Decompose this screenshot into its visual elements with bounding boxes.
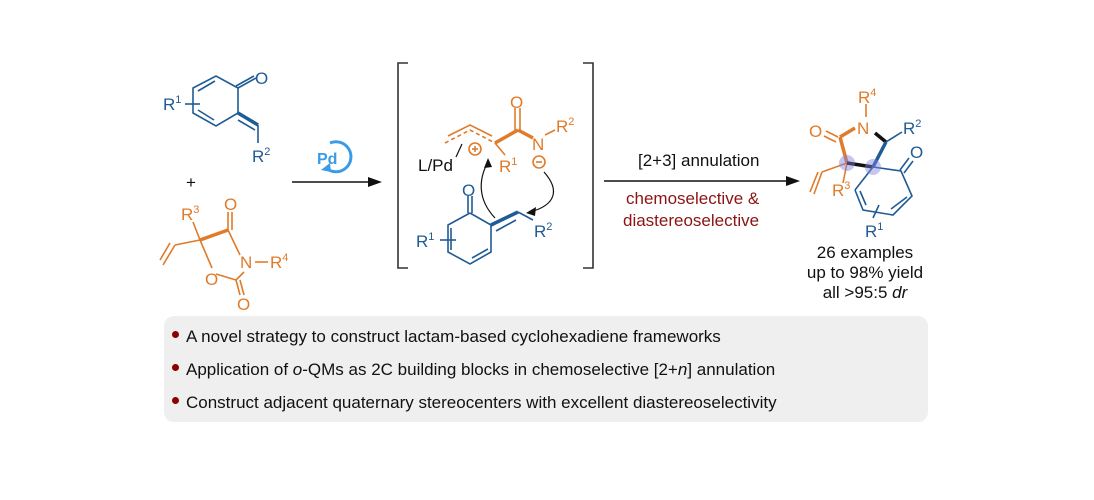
atom-nitrogen: N (240, 253, 252, 272)
atom-oxygen: O (255, 69, 268, 88)
substituent-r1: R1 (163, 94, 181, 114)
stereocenter-marker (839, 155, 855, 171)
arrow-head (526, 207, 536, 216)
substituent-r1: R1 (499, 156, 517, 176)
bullet-icon (172, 397, 179, 404)
reactant-oxazolidinedione (159, 212, 268, 296)
reaction-arrow-1 (292, 177, 382, 187)
substituent-r2: R2 (534, 221, 552, 241)
highlight-text: A novel strategy to construct lactam-bas… (186, 327, 721, 346)
arrow-head (484, 158, 492, 168)
ligand-palladium-label: L/Pd (418, 156, 453, 175)
bullet-icon (172, 364, 179, 371)
max-yield: up to 98% yield (806, 263, 924, 282)
highlight-item: Application of o-QMs as 2C building bloc… (172, 353, 928, 386)
bracket-right (583, 62, 594, 269)
substituent-r4: R4 (858, 87, 876, 107)
selectivity-label-2: diastereoselective (623, 211, 759, 230)
atom-nitrogen: N (857, 119, 869, 138)
highlight-item: A novel strategy to construct lactam-bas… (172, 320, 928, 353)
substituent-r1: R1 (865, 221, 883, 241)
substituent-r1: R1 (416, 231, 434, 251)
bracket-left (397, 62, 408, 269)
pd-bond (455, 143, 463, 158)
dr-value: all >95:5 (822, 283, 893, 302)
stereocenter-marker (865, 159, 881, 175)
highlight-text: Application of o-QMs as 2C building bloc… (186, 360, 776, 379)
svg-text:Pd: Pd (317, 151, 337, 168)
atom-oxygen: O (510, 93, 523, 112)
intermediate-allyl-amide (444, 108, 556, 169)
pd-catalyst-icon: Pd (317, 140, 353, 174)
substituent-r2: R2 (252, 146, 270, 166)
substituent-r3: R3 (832, 180, 850, 200)
results-summary: 26 examples up to 98% yield all >95:5 dr (790, 243, 940, 303)
substituent-r2: R2 (903, 118, 921, 138)
atom-oxygen: O (462, 181, 475, 200)
atom-nitrogen: N (532, 135, 544, 154)
annulation-label: [2+3] annulation (638, 151, 759, 170)
atom-oxygen: O (237, 295, 250, 314)
atom-oxygen: O (809, 122, 822, 141)
atom-oxygen: O (910, 143, 923, 162)
selectivity-label-1: chemoselective & (626, 189, 760, 208)
curved-arrow-attack (480, 161, 554, 219)
substituent-r2: R2 (556, 116, 574, 136)
substituent-r3: R3 (181, 204, 199, 224)
highlight-item: Construct adjacent quaternary stereocent… (172, 386, 928, 419)
dr-label: dr (892, 283, 908, 302)
atom-oxygen: O (224, 195, 237, 214)
diastereomeric-ratio: all >95:5 dr (790, 283, 940, 303)
highlight-text: Construct adjacent quaternary stereocent… (186, 393, 777, 412)
highlights-panel: A novel strategy to construct lactam-bas… (164, 316, 928, 422)
examples-count: 26 examples (816, 243, 914, 262)
intermediate-oqm (440, 196, 534, 265)
bullet-icon (172, 331, 179, 338)
product-spirolactam (809, 104, 914, 219)
reaction-arrow-2 (604, 176, 800, 186)
plus-sign: + (186, 173, 196, 192)
atom-oxygen: O (205, 270, 218, 289)
reactant-oqm (185, 75, 259, 143)
substituent-r4: R4 (270, 252, 288, 272)
